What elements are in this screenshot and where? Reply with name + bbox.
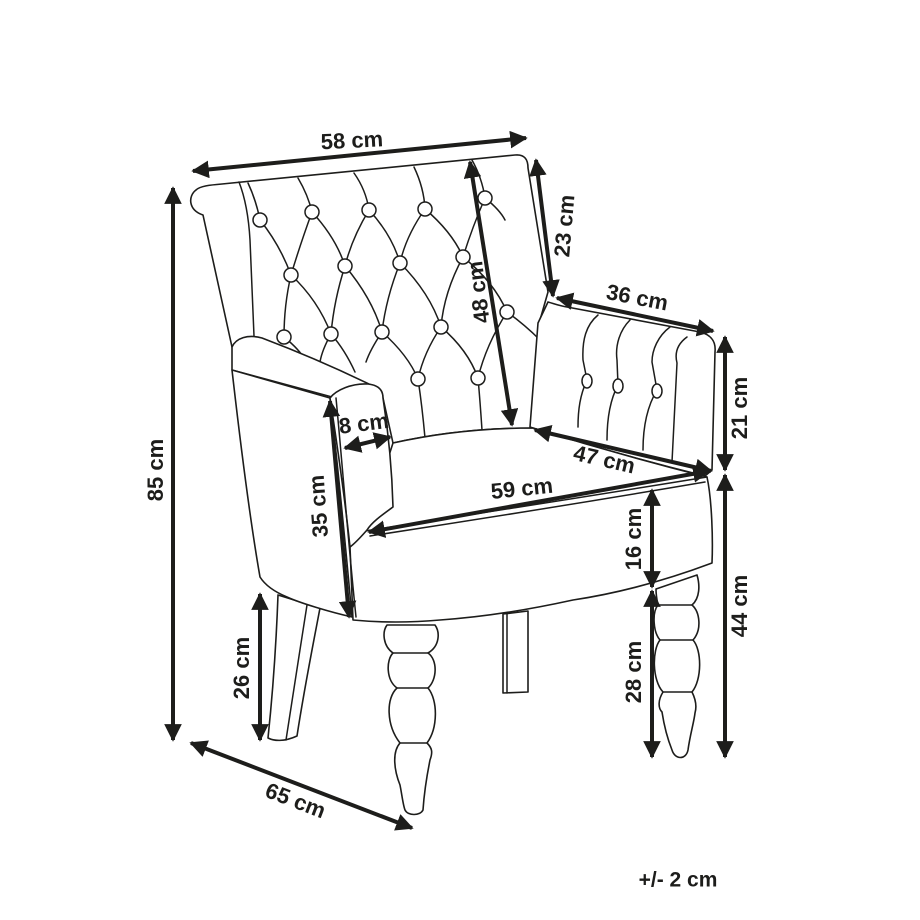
back-left-leg (267, 594, 321, 742)
chair-back (189, 154, 549, 444)
front-left-leg (383, 624, 439, 816)
dimension-arm-front-height: 35 cm (304, 399, 357, 619)
label-seat-cushion-height: 16 cm (621, 508, 646, 570)
label-backrest-above-arm: 23 cm (549, 194, 579, 258)
dimension-arm-height-above-seat: 21 cm (716, 335, 752, 472)
back-right-leg (502, 610, 529, 694)
dimension-backrest-above-arm: 23 cm (529, 158, 579, 298)
dimension-seat-height: 44 cm (716, 473, 752, 759)
dimension-back-leg-height: 26 cm (229, 592, 269, 742)
dimension-front-leg-height: 28 cm (621, 589, 661, 759)
dimension-total-height: 85 cm (143, 186, 182, 742)
label-back-width: 58 cm (320, 126, 384, 154)
label-back-leg-height: 26 cm (229, 637, 254, 699)
tolerance-note: +/- 2 cm (639, 869, 718, 892)
label-seat-height: 44 cm (727, 575, 752, 637)
label-arm-front-height: 35 cm (304, 474, 333, 538)
label-arm-height-above-seat: 21 cm (727, 377, 752, 439)
front-right-leg (653, 574, 701, 759)
dimension-total-depth: 65 cm (189, 740, 414, 831)
label-total-height: 85 cm (143, 439, 168, 501)
dimension-back-width: 58 cm (191, 126, 528, 179)
label-front-leg-height: 28 cm (621, 641, 646, 703)
dimension-seat-width: 59 cm (367, 465, 711, 538)
dimension-backrest-height: 48 cm (462, 160, 519, 427)
